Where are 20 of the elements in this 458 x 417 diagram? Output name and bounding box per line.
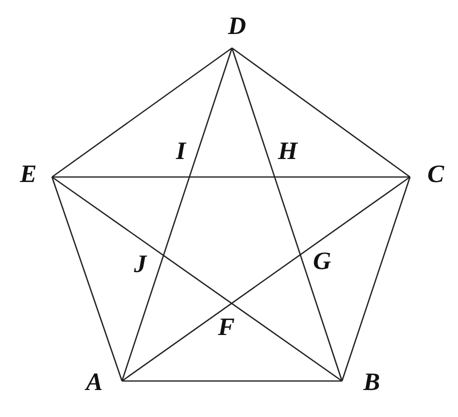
vertex-label: C [410,160,444,188]
line-segment [231,48,343,382]
point-label: G [313,249,332,275]
point-label: J [134,252,146,278]
point-label: F [218,315,235,341]
line-segment [121,48,233,382]
vertex-label: D [224,14,248,48]
line-segment [52,176,342,382]
line-segment [341,176,411,382]
line-segment [122,176,410,382]
line-segment [122,380,342,382]
line-segment [232,47,410,178]
vertex-label: A [86,368,122,396]
point-label: H [278,139,298,165]
line-segment [51,176,123,382]
vertex-label: E [20,160,52,188]
line-segment [52,47,232,178]
line-segment [52,176,410,178]
point-label: I [176,139,186,165]
vertex-label: B [342,368,380,396]
